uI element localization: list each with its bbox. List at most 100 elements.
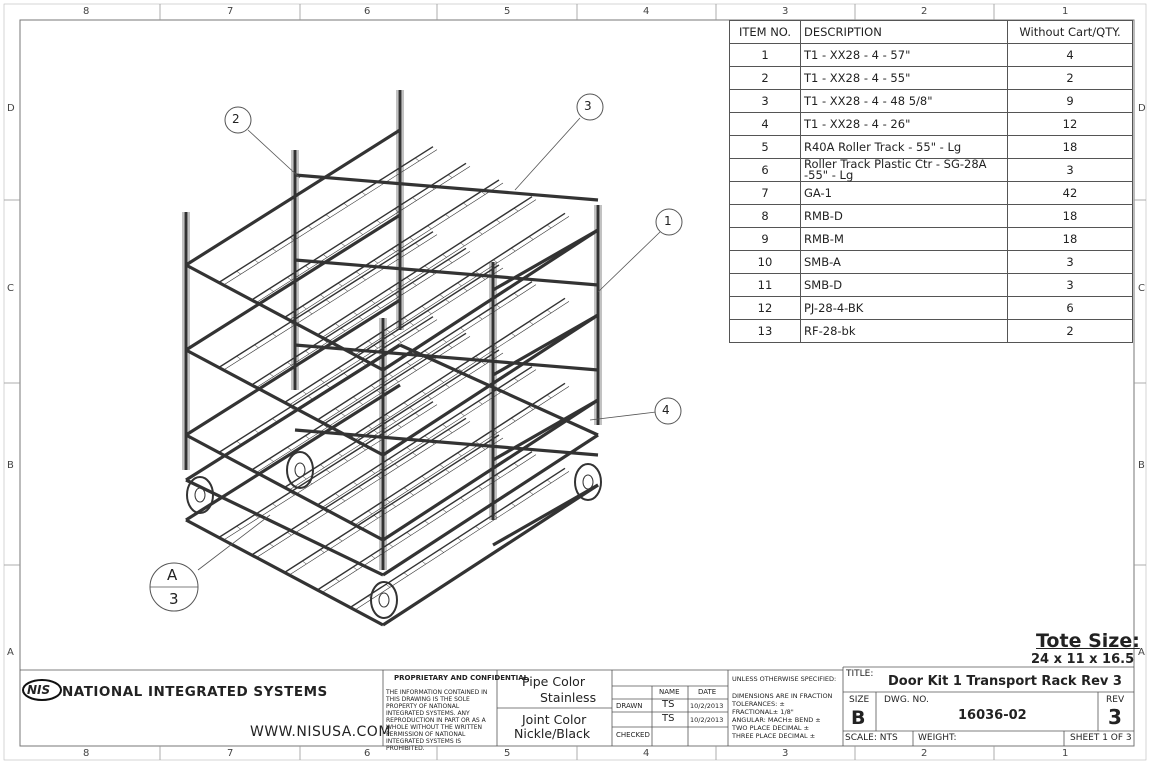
roller: [496, 304, 501, 308]
bom-cell-item: 10: [729, 250, 801, 274]
tolerance-line: THREE PLACE DECIMAL ±: [732, 732, 816, 740]
bom-cell-description: SMB-D: [800, 273, 1008, 297]
roller: [415, 157, 420, 162]
roller: [335, 578, 340, 582]
tolerance-lines: DIMENSIONS ARE IN FRACTION TOLERANCES: ±…: [732, 692, 842, 740]
roller: [496, 219, 501, 223]
roller: [307, 310, 313, 315]
roller: [361, 191, 366, 196]
roller: [272, 333, 277, 337]
roller: [442, 254, 447, 258]
roller: [385, 414, 391, 418]
roller: [430, 270, 435, 275]
roller: [343, 373, 348, 377]
roller: [388, 288, 394, 293]
roller: [463, 287, 468, 292]
rev-label: REV: [1106, 695, 1125, 705]
roller: [415, 242, 420, 247]
roller: [305, 350, 310, 355]
bom-cell-item: 9: [729, 227, 801, 251]
roller: [379, 350, 384, 354]
bom-cell-item: 6: [729, 158, 801, 182]
roller: [272, 418, 277, 422]
company-url[interactable]: WWW.NISUSA.COM: [250, 724, 391, 740]
roller: [358, 316, 363, 320]
zone-left-d: D: [7, 103, 15, 114]
roller: [427, 395, 432, 400]
roller: [513, 292, 519, 297]
tolerance-line: FRACTIONAL± 1/8": [732, 708, 794, 716]
caster-wheel: [574, 463, 602, 501]
base-rail: [399, 343, 599, 437]
zone-left-b: B: [7, 460, 14, 471]
bom-cell-description: T1 - XX28 - 4 - 57": [800, 43, 1008, 67]
signoff-name-header: NAME: [659, 688, 680, 696]
drawn-label: DRAWN: [616, 702, 643, 710]
zone-bottom-8: 8: [83, 748, 90, 759]
roller: [397, 169, 402, 173]
tolerance-line: DIMENSIONS ARE IN FRACTION: [732, 692, 833, 700]
roller: [439, 379, 444, 383]
zone-bottom-5: 5: [504, 748, 511, 759]
roller: [406, 447, 411, 451]
roller: [457, 537, 462, 542]
bom-table: ITEM NO. DESCRIPTION Without Cart/QTY. 1…: [729, 20, 1133, 343]
zone-right-d: D: [1138, 103, 1146, 114]
roller: [322, 424, 328, 428]
roller: [254, 259, 259, 264]
zone-top-4: 4: [643, 6, 650, 17]
caster-wheel: [286, 451, 314, 489]
roller: [272, 503, 277, 507]
roller: [478, 316, 483, 320]
roller: [236, 525, 241, 530]
bom-cell-qty: 18: [1007, 204, 1133, 228]
roller: [421, 305, 426, 310]
roller: [421, 475, 426, 480]
roller: [385, 584, 391, 588]
roller: [376, 475, 381, 479]
roller: [511, 417, 516, 422]
pipe-color-label: Pipe Color: [522, 674, 585, 689]
roller: [322, 339, 328, 343]
roller: [290, 492, 295, 496]
roller: [254, 514, 259, 519]
roller: [307, 395, 313, 400]
joint-color-value: Nickle/Black: [514, 726, 591, 741]
roller: [335, 493, 340, 497]
zone-left-a: A: [7, 647, 14, 658]
roller: [493, 344, 498, 348]
roller: [361, 276, 366, 281]
roller: [320, 464, 325, 468]
bom-cell-item: 13: [729, 319, 801, 343]
roller: [457, 367, 462, 372]
roller: [427, 310, 432, 315]
roller: [403, 317, 409, 321]
callout-3-circle: [576, 93, 604, 121]
zone-bottom-6: 6: [364, 748, 371, 759]
roller: [355, 356, 361, 360]
level-rail-mid: [382, 483, 599, 627]
roller: [236, 355, 241, 360]
roller: [388, 373, 394, 378]
caster-wheel: [370, 581, 398, 619]
roller: [463, 457, 468, 462]
roller: [424, 435, 429, 440]
joint-color-label: Joint Color: [522, 712, 587, 727]
roller: [445, 214, 450, 218]
bom-cell-qty: 12: [1007, 112, 1133, 136]
roller: [337, 537, 343, 542]
roller: [340, 242, 346, 247]
roller: [457, 282, 462, 287]
roller: [340, 327, 346, 332]
zone-bottom-4: 4: [643, 748, 650, 759]
roller: [409, 407, 414, 411]
roller: [403, 487, 409, 491]
roller: [379, 180, 384, 184]
roller: [546, 309, 552, 314]
roller: [460, 412, 465, 416]
roller: [478, 231, 483, 235]
roller: [480, 191, 486, 195]
